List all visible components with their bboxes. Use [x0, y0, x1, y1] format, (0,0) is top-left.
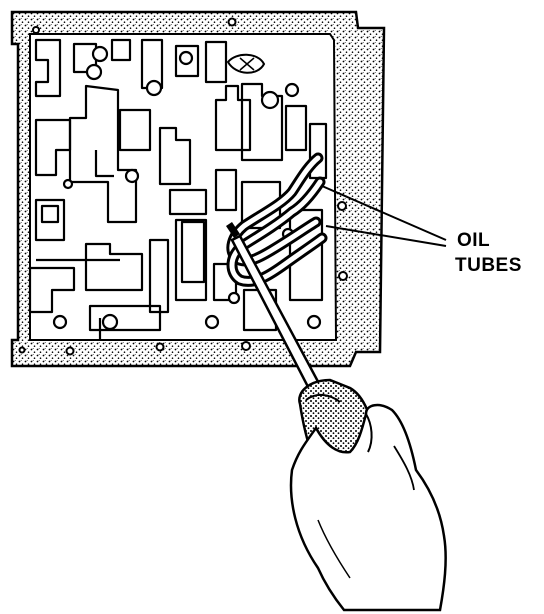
callout-label-line1: OIL [457, 230, 491, 251]
hand [289, 403, 447, 612]
callout-label-line2: TUBES [455, 255, 522, 276]
callout-leader-lines [321, 185, 447, 247]
valve-body-plate [10, 10, 386, 368]
